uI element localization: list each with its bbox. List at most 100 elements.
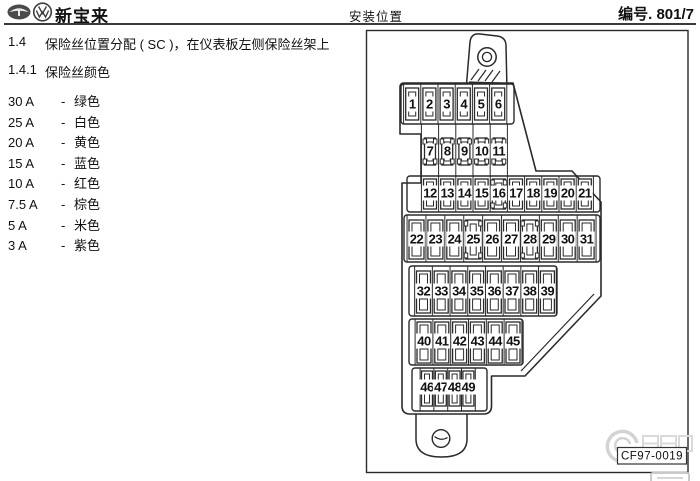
fuse-slot-38: 38 (521, 270, 538, 314)
fuse-slot-35: 35 (468, 270, 485, 314)
brand-title: 新宝来 (55, 7, 109, 26)
fuse-slot-43: 43 (469, 321, 486, 364)
fuse-number: 42 (453, 334, 467, 349)
diagram-frame (365, 29, 689, 474)
fuse-slot-6: 6 (491, 87, 506, 121)
fuse-number: 38 (523, 284, 537, 299)
fuse-slot-12: 12 (422, 178, 438, 210)
subsection-number: 1.4.1 (8, 62, 37, 77)
fuse-number: 26 (485, 232, 499, 247)
fuse-number: 23 (429, 232, 443, 247)
fuse-slot-49: 49 (460, 370, 477, 407)
fuse-number: 35 (470, 284, 484, 299)
fuse-number: 12 (423, 186, 437, 201)
fuse-slot-30: 30 (559, 219, 576, 260)
separator: - (61, 114, 66, 130)
section-title: 保险丝位置分配 ( SC )，在仪表板左侧保险丝架上 (45, 37, 330, 52)
fuse-slot-4: 4 (456, 87, 471, 121)
fuse-number: 17 (509, 186, 523, 201)
fuse-number: 14 (458, 186, 473, 201)
fuse-color-label: 蓝色 (74, 155, 101, 171)
fuse-color-item: 7.5 A-棕色 (8, 195, 100, 216)
fuse-slot-28: 28 (520, 219, 540, 260)
fuse-color-item: 3 A-紫色 (8, 236, 100, 257)
doc-number-label: 编号. 801/7 (618, 6, 694, 23)
fuse-number: 27 (504, 232, 518, 247)
fuse-color-item: 10 A-红色 (8, 174, 100, 195)
fuse-slot-2: 2 (422, 87, 437, 121)
fuse-number: 34 (452, 284, 467, 299)
fuse-slot-15: 15 (473, 178, 490, 210)
watermark-bottom-mark (650, 472, 690, 481)
fuse-slot-16: 16 (490, 178, 508, 210)
fuse-number: 3 (443, 97, 450, 112)
fuse-slot-48: 48 (446, 370, 463, 407)
fuse-number: 10 (475, 144, 489, 159)
fuse-slot-7: 7 (422, 137, 438, 166)
fuse-number: 45 (506, 334, 520, 349)
fuse-slot-42: 42 (451, 321, 468, 364)
vw-logo (32, 2, 53, 22)
fuse-box-housing (399, 82, 602, 415)
fuse-slot-3: 3 (439, 87, 454, 121)
section-heading: 1.4 保险丝位置分配 ( SC )，在仪表板左侧保险丝架上 (8, 34, 358, 53)
subsection-heading: 1.4.1 保险丝颜色 (8, 62, 358, 81)
fuse-color-item: 20 A-黄色 (8, 133, 100, 154)
watermark-logo (605, 429, 693, 464)
fuse-amp-label: 20 A (8, 135, 35, 151)
fuse-amp-label: 5 A (8, 217, 27, 233)
header-rule (4, 23, 696, 25)
fuse-color-item: 15 A-蓝色 (8, 154, 100, 175)
fuse-number: 29 (542, 232, 556, 247)
hatch-marks (468, 68, 501, 84)
fuse-number: 47 (434, 380, 448, 395)
fuse-slot-46: 46 (419, 370, 435, 407)
fuse-color-label: 紫色 (74, 238, 101, 254)
fuse-color-label: 白色 (74, 114, 101, 130)
fuse-number: 48 (448, 380, 462, 395)
fuse-slot-20: 20 (559, 178, 576, 210)
fuse-slot-33: 33 (433, 270, 450, 314)
fuse-slot-21: 21 (576, 178, 593, 210)
fuse-number: 7 (427, 144, 434, 159)
fuse-number: 4 (460, 97, 468, 112)
fuse-amp-label: 15 A (8, 155, 35, 171)
fuse-number: 25 (466, 232, 480, 247)
fuse-slot-23: 23 (427, 219, 444, 260)
fuse-amp-label: 30 A (8, 94, 35, 109)
fuse-slot-25: 25 (463, 219, 483, 260)
fuse-number: 19 (544, 186, 558, 201)
svg-text:CF97-0019: CF97-0019 (621, 451, 683, 463)
fuse-number: 30 (561, 232, 575, 247)
section-number: 1.4 (8, 34, 27, 49)
fuse-number: 2 (426, 97, 433, 112)
fuse-number: 5 (478, 97, 485, 112)
fuse-color-label: 米色 (74, 217, 101, 233)
fuse-slot-8: 8 (439, 137, 455, 166)
fuse-slot-19: 19 (542, 178, 559, 210)
fuse-slot-39: 39 (539, 270, 556, 314)
separator: - (61, 94, 66, 109)
fuse-amp-label: 3 A (8, 238, 27, 254)
fuse-number: 49 (462, 380, 476, 395)
fuse-color-item: 30 A-绿色 (8, 92, 100, 113)
fuse-amp-label: 25 A (8, 114, 35, 130)
section-headings: 1.4 保险丝位置分配 ( SC )，在仪表板左侧保险丝架上 1.4.1 保险丝… (8, 34, 358, 90)
fuse-slot-13: 13 (439, 178, 456, 210)
fuse-number: 32 (417, 284, 431, 299)
fuse-slot-11: 11 (490, 137, 507, 166)
fuse-slot-41: 41 (433, 321, 450, 364)
fuse-color-label: 红色 (74, 176, 101, 192)
fuse-slot-31: 31 (578, 219, 595, 260)
fuse-slot-45: 45 (505, 321, 521, 364)
fuse-color-item: 5 A-米色 (8, 216, 100, 237)
mounting-tab-top (465, 33, 508, 91)
fuse-number: 31 (580, 232, 594, 247)
fuse-number: 44 (488, 334, 503, 349)
fuse-number: 36 (488, 284, 502, 299)
fuse-slot-5: 5 (473, 87, 489, 121)
fuse-slot-27: 27 (502, 219, 520, 260)
fuse-number: 1 (409, 97, 416, 112)
fuse-number: 40 (417, 334, 431, 349)
